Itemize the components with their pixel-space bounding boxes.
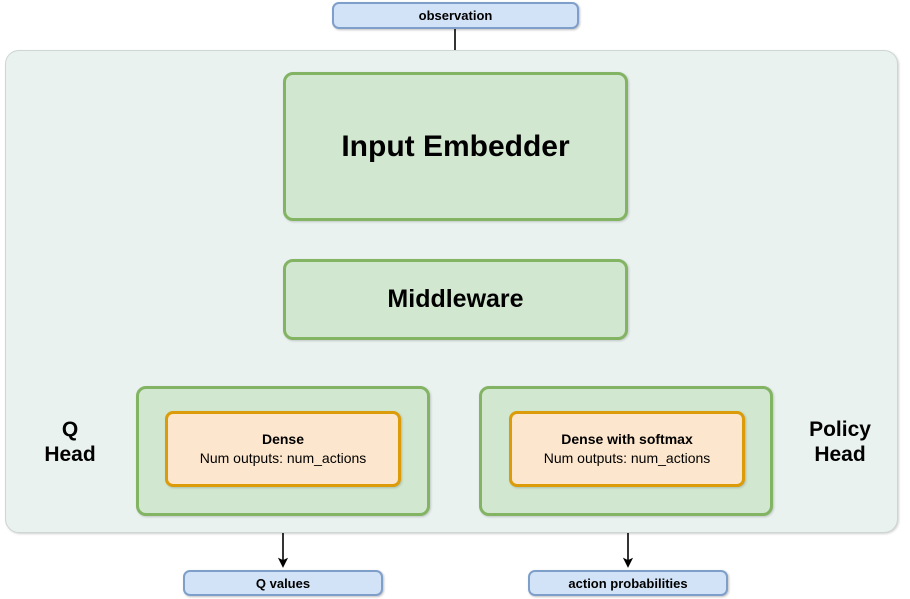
policy-head-caption-line2: Head [814,442,866,466]
q-head-dense-layer[interactable]: Dense Num outputs: num_actions [165,411,401,487]
output-box-action-probabilities-label: action probabilities [568,575,688,591]
policy-head-dense-softmax-layer[interactable]: Dense with softmax Num outputs: num_acti… [509,411,745,487]
input-box-observation[interactable]: observation [332,2,579,29]
policy-head-caption: Policy Head [784,418,896,468]
module-input-embedder-label: Input Embedder [341,129,570,163]
output-box-q-values[interactable]: Q values [183,570,383,596]
q-head-caption-line1: Q [61,418,79,441]
policy-head-dense-title: Dense with softmax [561,431,693,448]
output-box-q-values-label: Q values [255,575,311,591]
q-head-dense-title: Dense [261,431,305,448]
input-box-label: observation [418,8,493,23]
module-middleware[interactable]: Middleware [283,259,628,340]
module-input-embedder[interactable]: Input Embedder [283,72,628,221]
q-head-caption: Q Head [14,418,126,468]
policy-head-dense-subtitle: Num outputs: num_actions [543,449,711,466]
policy-head-caption-line1: Policy [809,418,871,441]
q-head-dense-subtitle: Num outputs: num_actions [199,449,367,466]
output-box-action-probabilities[interactable]: action probabilities [528,570,728,596]
module-middleware-label: Middleware [387,285,524,313]
q-head-caption-line2: Head [44,442,96,466]
